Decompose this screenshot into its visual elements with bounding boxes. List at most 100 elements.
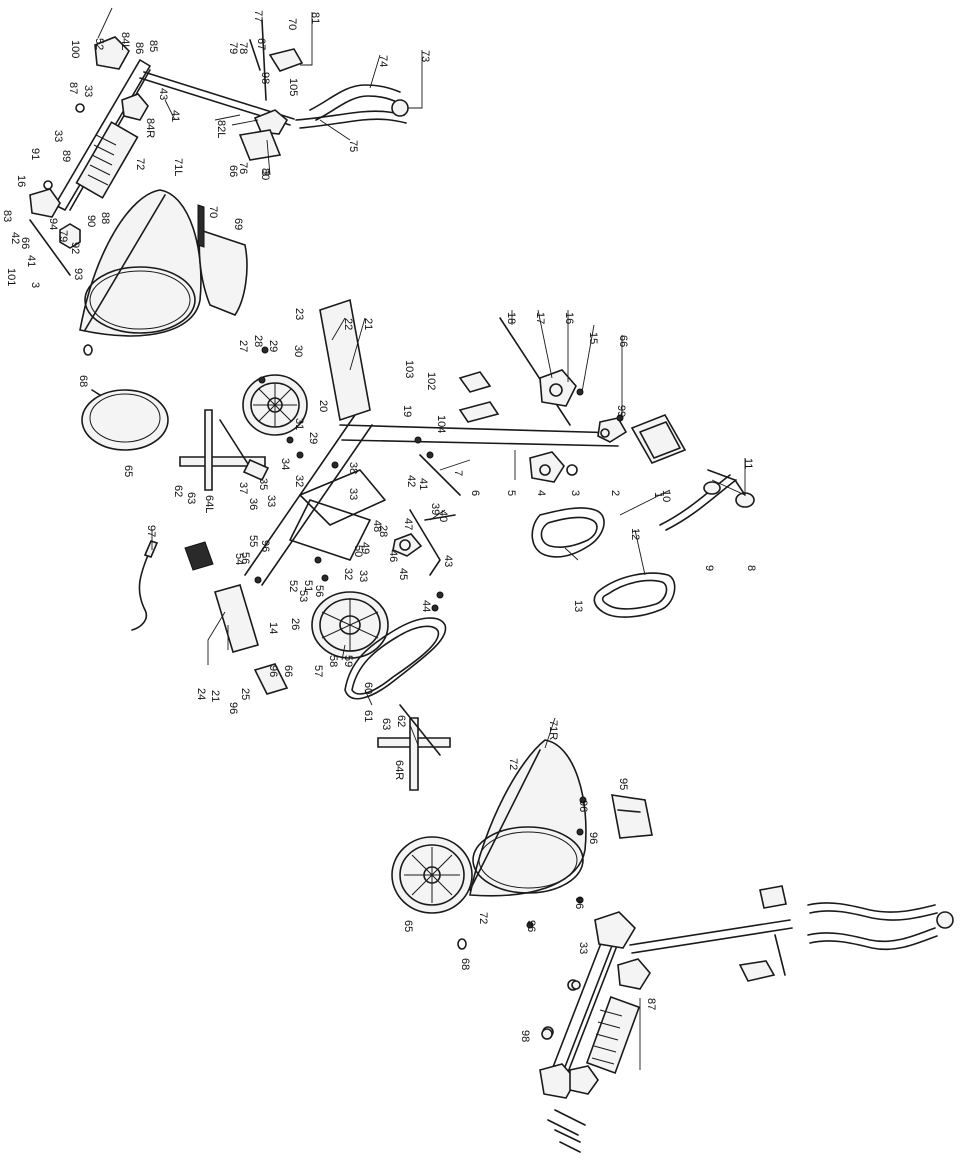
callout-p71R: 71R <box>547 720 559 740</box>
callout-p89: 89 <box>60 150 72 162</box>
callout-p64L: 64L <box>203 495 215 513</box>
callout-p13: 13 <box>572 600 584 612</box>
callout-p104: 104 <box>435 415 447 433</box>
callout-p32a: 32 <box>293 475 305 487</box>
callout-p32b: 32 <box>342 568 354 580</box>
callout-p8: 8 <box>745 565 757 571</box>
callout-p7: 7 <box>452 470 464 476</box>
callout-p60: 60 <box>362 682 374 694</box>
callout-p76: 76 <box>237 162 249 174</box>
callout-p33d: 33 <box>52 130 64 142</box>
callout-p59: 59 <box>342 655 354 667</box>
callout-p96g: 96 <box>259 540 271 552</box>
callout-p102: 102 <box>425 372 437 390</box>
callout-p24: 24 <box>195 688 207 700</box>
callout-p56b: 56 <box>313 585 325 597</box>
callout-p39: 39 <box>429 503 441 515</box>
drive-belt <box>344 617 447 700</box>
callout-p96a: 96 <box>227 702 239 714</box>
callout-p65b: 65 <box>402 920 414 932</box>
callout-p47: 47 <box>402 518 414 530</box>
callout-p73: 73 <box>419 50 431 62</box>
callout-p88: 88 <box>99 212 111 224</box>
callout-p41b: 41 <box>169 110 181 122</box>
callout-p70a: 70 <box>286 18 298 30</box>
callout-p46: 46 <box>387 550 399 562</box>
callout-p79b: 79 <box>57 230 69 242</box>
right-side-cover <box>469 739 587 897</box>
callout-p68a: 68 <box>77 375 89 387</box>
lower-right-hardware <box>83 344 587 1040</box>
callout-p3b: 3 <box>259 170 271 176</box>
callout-p11: 11 <box>742 458 754 469</box>
callout-p27: 27 <box>237 340 249 352</box>
callout-p82L: 82L <box>215 120 227 138</box>
callout-p96e: 96 <box>525 920 537 932</box>
hand-pulse-sensors <box>659 469 755 531</box>
callout-p2: 2 <box>609 490 621 496</box>
callout-p3a: 3 <box>569 490 581 496</box>
callout-p1: 1 <box>652 492 664 498</box>
rear-stabilizer-right <box>377 704 451 791</box>
callout-p74: 74 <box>377 55 389 67</box>
callout-p4: 4 <box>535 490 547 496</box>
callout-p54: 54 <box>233 553 245 565</box>
callout-p21b: 21 <box>209 690 221 702</box>
callout-p41c: 41 <box>25 255 37 267</box>
callout-p37: 37 <box>237 482 249 494</box>
callout-p63b: 63 <box>380 718 392 730</box>
callout-p17: 17 <box>534 312 546 324</box>
callout-p69: 69 <box>232 218 244 230</box>
callout-p71L: 71L <box>172 158 184 176</box>
callout-p66a: 66 <box>617 335 629 347</box>
callout-p31: 31 <box>293 418 305 430</box>
callout-p33a: 33 <box>347 488 359 500</box>
callout-p34: 34 <box>279 458 291 470</box>
callout-p18: 18 <box>505 312 517 324</box>
callout-p91: 91 <box>29 148 41 160</box>
callout-p99: 99 <box>615 405 627 417</box>
callout-p5: 5 <box>505 490 517 496</box>
callout-p75: 75 <box>347 140 359 152</box>
shroud-panel <box>197 204 248 316</box>
callout-p16a: 16 <box>563 312 575 324</box>
callout-p63a: 63 <box>185 492 197 504</box>
callout-p33b: 33 <box>265 495 277 507</box>
left-disc-cover <box>81 389 169 451</box>
callout-p44: 44 <box>420 600 432 612</box>
callout-p103: 103 <box>403 360 415 378</box>
callout-p16b: 16 <box>15 175 27 187</box>
lower-left-components <box>131 540 289 695</box>
callout-p29a: 29 <box>267 340 279 352</box>
callout-p53: 53 <box>297 590 309 602</box>
callout-p72c: 72 <box>477 912 489 924</box>
callout-p90: 90 <box>85 215 97 227</box>
callout-p51: 51 <box>302 580 314 592</box>
main-frame <box>244 298 628 586</box>
callout-p28a: 28 <box>252 335 264 347</box>
right-pedal-rail-assembly <box>539 911 651 1153</box>
callout-p61: 61 <box>362 710 374 722</box>
callout-p65a: 65 <box>122 465 134 477</box>
callout-p78: 78 <box>237 42 249 54</box>
callout-p43b: 43 <box>157 88 169 100</box>
callout-p97: 97 <box>145 525 157 537</box>
callout-p84L: 84L <box>119 32 131 50</box>
callout-p96b: 96 <box>577 800 589 812</box>
callout-p72b: 72 <box>507 758 519 770</box>
rear-stabilizer-left <box>179 409 270 491</box>
callout-p98b: 98 <box>519 1030 531 1042</box>
upright-post-parts <box>458 369 578 483</box>
callout-numbers: 1233345678910111213141516161718192021212… <box>1 10 757 1042</box>
callout-p80: 80 <box>259 168 271 180</box>
callout-p67: 67 <box>255 38 267 50</box>
callout-p22: 22 <box>342 318 354 330</box>
callout-p94: 94 <box>47 218 59 230</box>
callout-p21a: 21 <box>362 318 374 330</box>
callout-p43a: 43 <box>442 555 454 567</box>
callout-p62b: 62 <box>395 715 407 727</box>
callout-p36: 36 <box>247 498 259 510</box>
tension-linkage <box>392 509 456 576</box>
callout-p72a: 72 <box>134 158 146 170</box>
callout-p96d: 96 <box>573 897 585 909</box>
